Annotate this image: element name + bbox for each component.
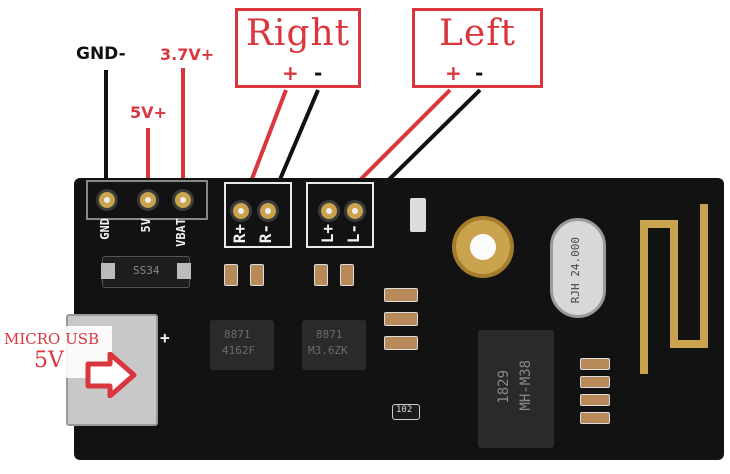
smd-component [314, 264, 328, 286]
v5-label: 5V+ [130, 103, 167, 122]
amp1-marking-2: 4162F [222, 344, 256, 357]
right-plus-sign: + [282, 61, 299, 85]
l-minus-pad [344, 200, 366, 222]
right-header-outline [224, 182, 292, 248]
smd-component [250, 264, 264, 286]
amp2-marking-1: 8871 [316, 328, 343, 341]
right-callout-title: Right [245, 13, 351, 54]
bluetooth-amplifier-board: GND 5V VBAT R+ R- L+ L- SS34 + 8871 4162… [66, 178, 724, 460]
silk-usb-plus: + [160, 328, 170, 347]
silk-vbat: VBAT [174, 218, 188, 247]
left-header-outline [306, 182, 374, 248]
main-chip-marking-bottom: 1829 [496, 370, 512, 404]
amp2-marking-2: M3.6ZK [308, 344, 348, 357]
r-plus-pad [230, 200, 252, 222]
silk-5v: 5V [139, 218, 153, 233]
smd-component [580, 412, 610, 424]
crystal-oscillator: RJH 24.000 [550, 218, 606, 318]
smd-component [340, 264, 354, 286]
right-callout: Right + - [235, 8, 361, 88]
silk-r-minus: R- [256, 224, 275, 244]
left-callout: Left + - [412, 8, 543, 88]
amplifier-chip-2: 8871 M3.6ZK [302, 320, 366, 370]
gnd-label: GND- [76, 44, 126, 64]
arrow-right-icon [85, 352, 137, 398]
bluetooth-chip: MH-M38 1829 [478, 330, 554, 448]
gnd-pad [96, 189, 118, 211]
amp1-marking-1: 8871 [224, 328, 251, 341]
v5-pad [137, 189, 159, 211]
vbat-pad [172, 189, 194, 211]
silk-r-plus: R+ [230, 224, 249, 244]
resistor: 102 [392, 404, 420, 420]
resistor-marking: 102 [396, 405, 413, 415]
smd-component [580, 376, 610, 388]
smd-component [384, 312, 418, 326]
l-plus-pad [318, 200, 340, 222]
smd-component [580, 358, 610, 370]
right-minus-sign: - [314, 61, 323, 85]
smd-component [410, 198, 426, 232]
pcb-antenna [640, 204, 708, 374]
micro-usb-5v-label: 5V [34, 348, 64, 373]
mounting-hole-center [470, 234, 496, 260]
crystal-marking: RJH 24.000 [569, 237, 582, 304]
silk-gnd: GND [98, 218, 112, 240]
smd-component [580, 394, 610, 406]
smd-component [224, 264, 238, 286]
diode-lead-left [101, 263, 115, 279]
arrow-shape [85, 352, 137, 398]
v37-label: 3.7V+ [160, 45, 215, 64]
micro-usb-label: MICRO USB [4, 330, 100, 348]
diode: SS34 [101, 256, 191, 288]
mounting-hole [452, 216, 514, 278]
left-callout-title: Left [438, 13, 516, 54]
main-chip-marking-top: MH-M38 [518, 360, 534, 411]
amplifier-chip-1: 8871 4162F [210, 320, 274, 370]
power-header-outline [86, 180, 208, 220]
smd-component [384, 288, 418, 302]
silk-l-plus: L+ [318, 224, 337, 244]
diode-lead-right [177, 263, 191, 279]
r-minus-pad [257, 200, 279, 222]
silk-l-minus: L- [344, 224, 363, 244]
left-plus-sign: + [445, 61, 462, 85]
left-minus-sign: - [475, 61, 484, 85]
antenna-trace [640, 204, 708, 374]
smd-component [384, 336, 418, 350]
diode-marking: SS34 [133, 264, 160, 277]
